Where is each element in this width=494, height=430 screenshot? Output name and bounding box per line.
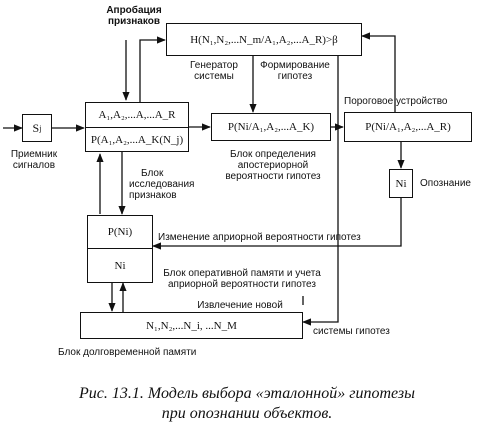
posterior-formula: P(Ni/A₁,A₂,...A_K) [227, 121, 315, 133]
extraction-label-2: системы гипотез [313, 326, 390, 337]
longterm-box: N₁,N₂,...N_i, ...N_M [80, 312, 303, 339]
recognition-symbol: Ni [395, 177, 407, 190]
generator-box: Н(N₁,N₂,...N_m/A₁,A₂,...A_R)>β [166, 23, 362, 56]
forming-label: Формирование гипотез [260, 60, 330, 82]
features-box: A₁,A₂,...A,...A_R P(A₁,A₂,...A_K(N_j) [85, 102, 189, 152]
figure-caption-line-2: при опознании объектов. [161, 405, 333, 422]
longterm-label: Блок долговременной памяти [58, 347, 197, 358]
figure-caption-line-1: Рис. 13.1. Модель выбора «эталонной» гип… [78, 385, 416, 402]
recognition-label: Опознание [420, 178, 471, 189]
threshold-device-label: Пороговое устройство [344, 96, 448, 107]
posterior-label: Блок определения апостериорной вероятнос… [225, 149, 321, 182]
generator-label: Генератор системы [190, 60, 238, 82]
generator-condition: Н(N₁,N₂,...N_m/A₁,A₂,...A_R)>β [190, 33, 338, 46]
receiver-label: Приемник сигналов [10, 149, 58, 171]
features-list: A₁,A₂,...A,...A_R [86, 103, 188, 128]
arrow-threshold-to-generator [361, 32, 396, 112]
extraction-label: Извлечение новой [197, 300, 283, 311]
prior-hypothesis: Ni [114, 259, 126, 272]
threshold-box: P(Ni/A₁,A₂,...A_R) [344, 112, 472, 142]
arrow-generator-to-longterm [302, 56, 339, 326]
prior-change-label: Изменение априорной вероятности гипотез [158, 232, 361, 243]
receiver-symbol: S [32, 120, 40, 135]
posterior-box: P(Ni/A₁,A₂,...A_K) [211, 113, 331, 141]
operative-memory-label: Блок оперативной памяти и учета априорно… [163, 268, 321, 290]
longterm-hypotheses: N₁,N₂,...N_i, ...N_M [146, 319, 237, 332]
arrow-generator-system [139, 36, 166, 102]
prior-box: P(Ni) Ni [87, 215, 153, 283]
research-label: Блок исследования признаков [129, 168, 195, 201]
features-probability: P(A₁,A₂,...A_K(N_j) [90, 133, 184, 146]
arrow-prior-change [152, 198, 402, 250]
receiver-subscript: j [39, 123, 42, 133]
approbation-label: Апробация признаков [106, 5, 162, 27]
recognition-box: Ni [389, 169, 413, 198]
threshold-formula: P(Ni/A₁,A₂,...A_R) [365, 121, 451, 133]
prior-probability: P(Ni) [88, 216, 152, 249]
